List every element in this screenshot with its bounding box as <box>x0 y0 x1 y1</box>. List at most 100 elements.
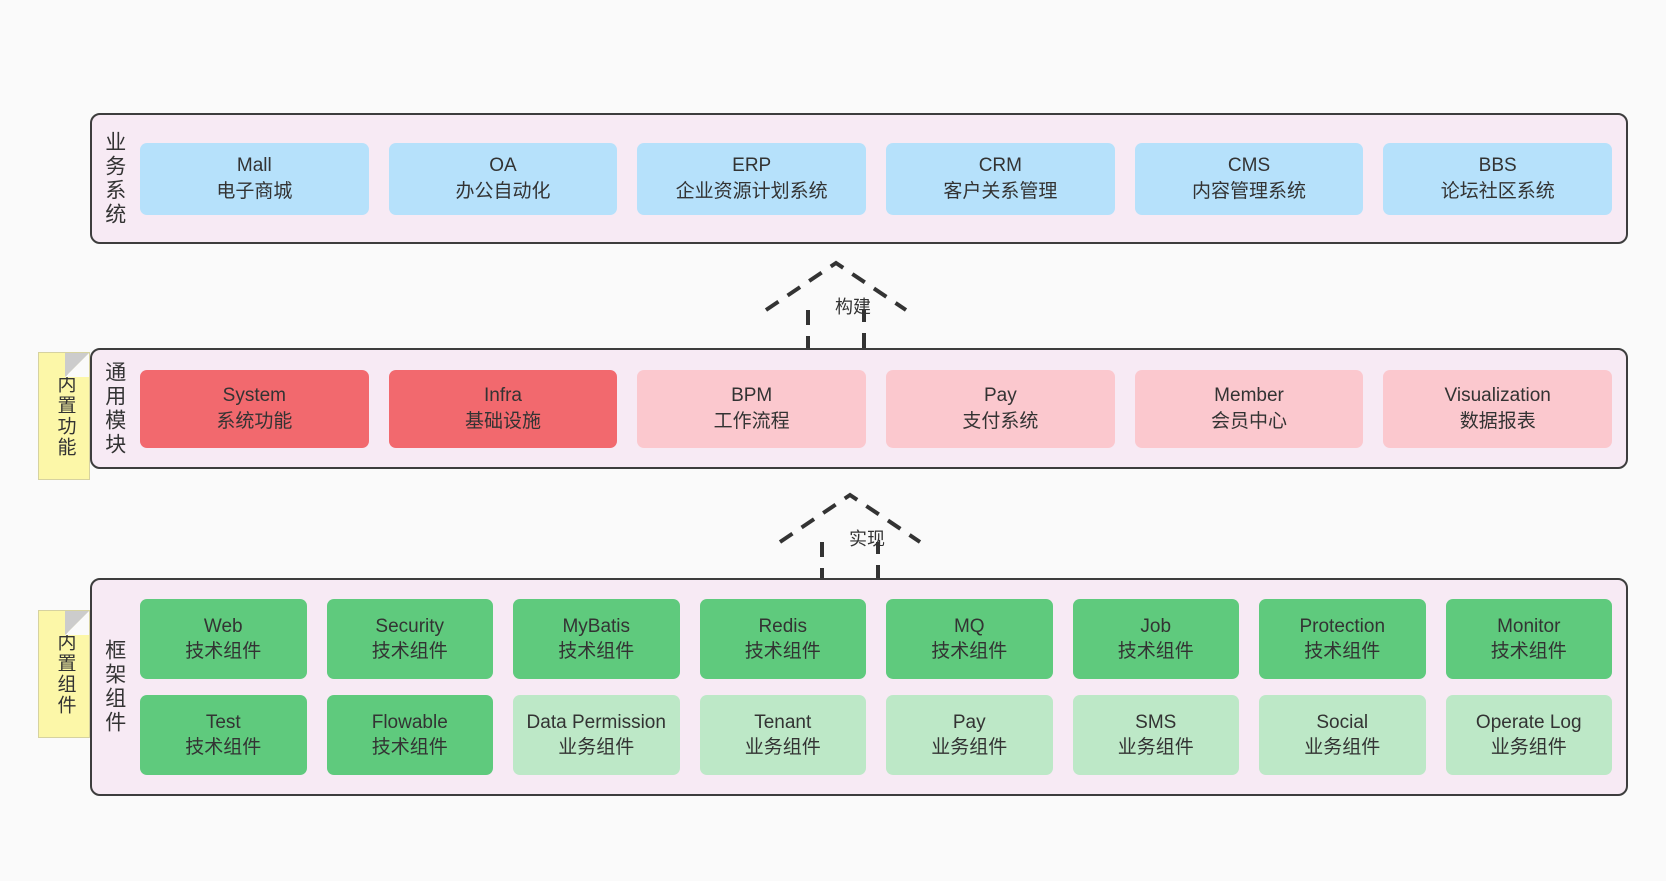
node-operate-log[interactable]: Operate Log 业务组件 <box>1445 695 1612 775</box>
layer-body-framework: Web 技术组件 Security 技术组件 MyBatis 技术组件 Redi… <box>136 580 1626 794</box>
node-title: Infra <box>483 385 523 407</box>
node-title: Redis <box>758 615 808 637</box>
note-builtin-components: 内置组件 <box>38 610 90 738</box>
node-subtitle: 电子商城 <box>216 180 293 202</box>
node-title: Member <box>1214 385 1284 407</box>
node-mall[interactable]: Mall 电子商城 <box>140 142 369 215</box>
node-title: Pay <box>983 385 1017 407</box>
node-subtitle: 基础设施 <box>465 410 542 432</box>
node-social[interactable]: Social 业务组件 <box>1259 695 1426 775</box>
layer-common-modules: 通用模块 System 系统功能 Infra 基础设施 BPM 工作流程 Pay <box>90 348 1628 469</box>
connector-build-shape <box>764 260 908 355</box>
layer-business-systems: 业务系统 Mall 电子商城 OA 办公自动化 ERP 企业资源计划系统 CRM <box>90 113 1628 244</box>
node-title: OA <box>489 155 517 177</box>
node-data-permission[interactable]: Data Permission 业务组件 <box>513 695 680 775</box>
node-title: BBS <box>1478 155 1517 177</box>
node-tenant[interactable]: Tenant 业务组件 <box>699 695 866 775</box>
node-pay-module[interactable]: Pay 支付系统 <box>886 369 1115 448</box>
node-infra[interactable]: Infra 基础设施 <box>388 369 618 448</box>
connector-implement-shape <box>778 492 922 587</box>
node-title: MQ <box>953 615 985 637</box>
node-title: Web <box>203 615 243 637</box>
node-oa[interactable]: OA 办公自动化 <box>388 142 618 215</box>
node-member[interactable]: Member 会员中心 <box>1134 369 1364 448</box>
node-subtitle: 企业资源计划系统 <box>675 180 828 202</box>
node-subtitle: 会员中心 <box>1211 410 1288 432</box>
node-subtitle: 数据报表 <box>1459 410 1536 432</box>
node-subtitle: 内容管理系统 <box>1192 180 1307 202</box>
node-title: Visualization <box>1444 385 1551 407</box>
node-subtitle: 技术组件 <box>185 641 262 662</box>
node-title: Security <box>375 615 445 637</box>
framework-tech-row: Web 技术组件 Security 技术组件 MyBatis 技术组件 Redi… <box>140 599 1612 679</box>
node-title: Protection <box>1299 615 1386 637</box>
node-subtitle: 业务组件 <box>1490 737 1567 758</box>
layer-framework-components: 框架组件 Web 技术组件 Security 技术组件 MyBatis 技术组件… <box>90 578 1628 796</box>
node-subtitle: 技术组件 <box>1490 641 1567 662</box>
connector-implement: 实现 <box>772 487 962 587</box>
node-title: Test <box>205 711 241 733</box>
node-subtitle: 业务组件 <box>558 737 635 758</box>
node-mybatis[interactable]: MyBatis 技术组件 <box>513 599 680 679</box>
node-title: System <box>222 385 287 407</box>
node-redis[interactable]: Redis 技术组件 <box>699 599 866 679</box>
node-subtitle: 支付系统 <box>962 410 1039 432</box>
node-subtitle: 办公自动化 <box>455 180 551 202</box>
node-subtitle: 论坛社区系统 <box>1440 180 1555 202</box>
node-cms[interactable]: CMS 内容管理系统 <box>1134 142 1364 215</box>
node-crm[interactable]: CRM 客户关系管理 <box>886 142 1115 215</box>
node-protection[interactable]: Protection 技术组件 <box>1259 599 1426 679</box>
node-title: Job <box>1140 615 1172 637</box>
node-bpm[interactable]: BPM 工作流程 <box>637 369 867 448</box>
layer-body-common: System 系统功能 Infra 基础设施 BPM 工作流程 Pay 支付系统… <box>136 350 1626 467</box>
node-title: Monitor <box>1497 615 1561 637</box>
node-subtitle: 技术组件 <box>1117 641 1194 662</box>
node-subtitle: 工作流程 <box>713 410 790 432</box>
node-erp[interactable]: ERP 企业资源计划系统 <box>637 142 867 215</box>
node-title: CMS <box>1227 155 1271 177</box>
node-subtitle: 系统功能 <box>216 410 293 432</box>
connector-build: 构建 <box>758 255 948 355</box>
node-title: SMS <box>1135 711 1177 733</box>
node-monitor[interactable]: Monitor 技术组件 <box>1445 599 1612 679</box>
node-test[interactable]: Test 技术组件 <box>140 695 307 775</box>
node-bbs[interactable]: BBS 论坛社区系统 <box>1383 142 1613 215</box>
node-title: Flowable <box>371 711 448 733</box>
node-title: Social <box>1316 711 1369 733</box>
node-subtitle: 技术组件 <box>185 737 262 758</box>
node-visualization[interactable]: Visualization 数据报表 <box>1383 369 1613 448</box>
layer-label-framework: 框架组件 <box>102 639 126 735</box>
layer-body-business: Mall 电子商城 OA 办公自动化 ERP 企业资源计划系统 CRM 客户关系… <box>136 115 1626 242</box>
node-title: CRM <box>978 155 1022 177</box>
node-title: Mall <box>236 155 272 177</box>
node-title: Pay <box>952 711 986 733</box>
node-system[interactable]: System 系统功能 <box>140 369 369 448</box>
node-mq[interactable]: MQ 技术组件 <box>886 599 1053 679</box>
node-subtitle: 技术组件 <box>931 641 1008 662</box>
note-text: 内置组件 <box>54 632 76 716</box>
node-subtitle: 技术组件 <box>1304 641 1381 662</box>
node-subtitle: 技术组件 <box>371 737 448 758</box>
layer-label-business: 业务系统 <box>102 130 126 227</box>
node-flowable[interactable]: Flowable 技术组件 <box>326 695 493 775</box>
node-subtitle: 技术组件 <box>371 641 448 662</box>
node-title: MyBatis <box>562 615 631 637</box>
business-node-row: Mall 电子商城 OA 办公自动化 ERP 企业资源计划系统 CRM 客户关系… <box>140 142 1613 215</box>
note-text: 内置功能 <box>54 374 76 458</box>
node-subtitle: 业务组件 <box>931 737 1008 758</box>
node-title: Data Permission <box>526 711 666 733</box>
node-subtitle: 客户关系管理 <box>943 180 1058 202</box>
node-subtitle: 技术组件 <box>558 641 635 662</box>
node-title: BPM <box>731 385 773 407</box>
node-security[interactable]: Security 技术组件 <box>326 599 493 679</box>
node-title: Operate Log <box>1475 711 1582 733</box>
node-sms[interactable]: SMS 业务组件 <box>1072 695 1239 775</box>
common-node-row: System 系统功能 Infra 基础设施 BPM 工作流程 Pay 支付系统… <box>140 369 1613 448</box>
note-builtin-functions: 内置功能 <box>38 352 90 480</box>
node-subtitle: 技术组件 <box>744 641 821 662</box>
node-subtitle: 业务组件 <box>744 737 821 758</box>
node-title: ERP <box>732 155 772 177</box>
node-web[interactable]: Web 技术组件 <box>140 599 307 679</box>
node-job[interactable]: Job 技术组件 <box>1072 599 1239 679</box>
node-pay-component[interactable]: Pay 业务组件 <box>886 695 1053 775</box>
